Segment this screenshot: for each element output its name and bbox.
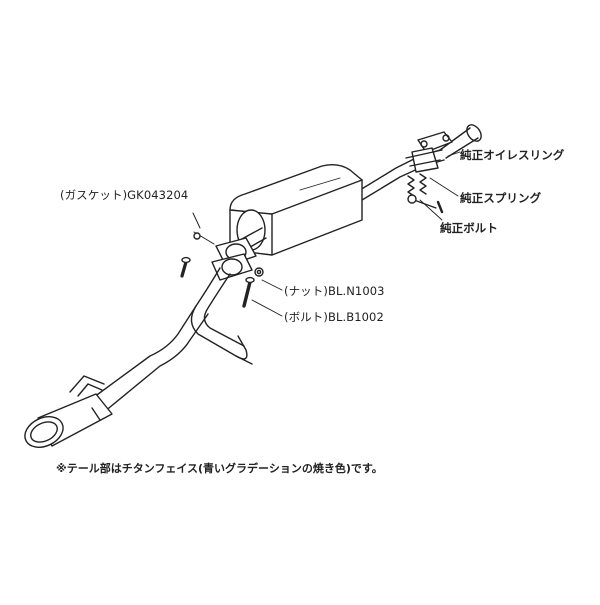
label-oem-oiles-ring: 純正オイレスリング: [460, 148, 565, 162]
leader-lines: [251, 151, 461, 317]
oem-bolt: [407, 194, 444, 214]
label-nut: (ナット)BL.N1003: [284, 284, 385, 298]
oem-flange: [405, 131, 453, 173]
muffler: [229, 163, 363, 256]
oem-spring: [407, 173, 427, 197]
tail-finisher: [24, 393, 113, 448]
label-oem-bolt: 純正ボルト: [440, 221, 498, 235]
tail-hanger: [69, 375, 105, 397]
flange-bolts: [180, 256, 264, 308]
tail-pipe: [89, 267, 253, 413]
label-gasket: (ガスケット)GK043204: [60, 188, 189, 202]
label-bolt: (ボルト)BL.B1002: [284, 310, 384, 324]
label-oem-spring: 純正スプリング: [460, 191, 542, 205]
rear-flange: [211, 237, 257, 281]
footnote: ※テール部はチタンフェイス(青いグラデーションの焼き色)です。: [56, 462, 383, 475]
